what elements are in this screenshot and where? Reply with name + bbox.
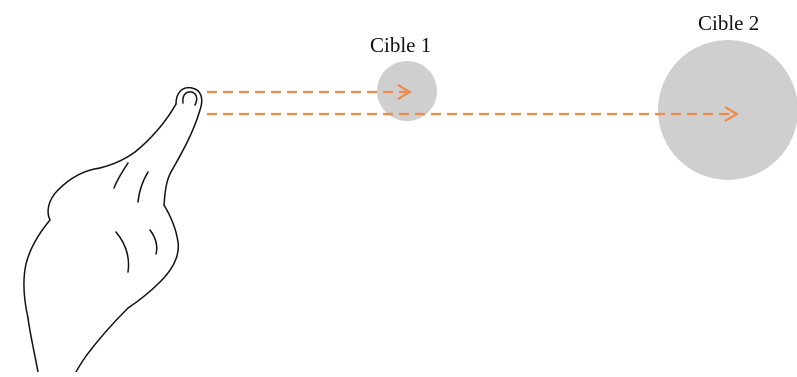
target-2-label: Cible 2 <box>698 11 760 35</box>
arrow-2-head-icon <box>724 106 740 122</box>
arrow-1-head-icon <box>397 84 413 100</box>
target-2-circle <box>658 40 797 180</box>
pointing-hand-icon <box>23 86 203 373</box>
arrow-to-target-1 <box>207 84 413 100</box>
arrow-to-target-2 <box>207 106 740 122</box>
target-1-label: Cible 1 <box>370 33 432 57</box>
